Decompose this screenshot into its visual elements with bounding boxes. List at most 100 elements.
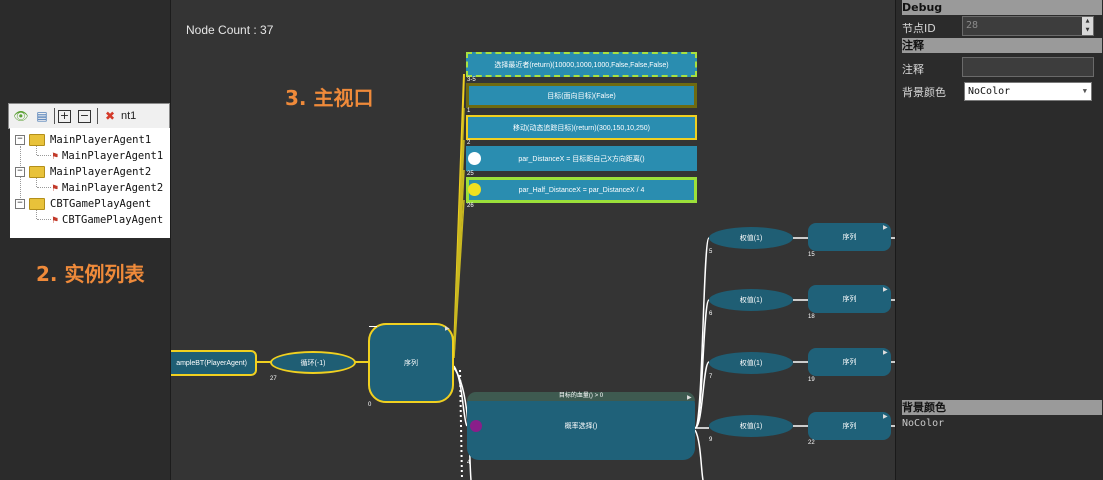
delete-icon[interactable]: ✖ <box>104 109 116 123</box>
root-behavior-node[interactable]: ampleBT(PlayerAgent) <box>171 350 257 376</box>
agent-icon: ⚑ <box>52 214 59 226</box>
tree-guide-line <box>36 210 37 219</box>
node-expand-arrow-icon[interactable]: ▶ <box>687 394 692 401</box>
node-id-label: 7 <box>709 374 713 380</box>
description-text: NoColor <box>902 418 945 429</box>
breakpoint-indicator[interactable] <box>470 420 482 432</box>
tree-guide-line <box>37 219 51 220</box>
node-label: par_Half_DistanceX = par_DistanceX / 4 <box>518 186 645 194</box>
collapse-icon[interactable]: − <box>15 199 25 209</box>
breakpoint-indicator[interactable] <box>468 152 481 165</box>
tree-item-mainplayeragent1[interactable]: − MainPlayerAgent1 <box>15 132 151 148</box>
debug-section-header[interactable]: Debug <box>902 0 1102 15</box>
tree-guide-line <box>36 146 37 155</box>
branch-sequence-node[interactable]: 序列 <box>808 348 891 376</box>
tree-guide-line <box>36 178 37 187</box>
node-id-label: 4 <box>467 460 471 466</box>
properties-panel: Debug 节点ID 28 ▲▼ 注释 注释 背景颜色 NoColor ▼ 背景… <box>895 0 1103 480</box>
node-expand-arrow-icon[interactable]: ▶ <box>445 325 450 332</box>
node-label: 序列 <box>842 296 857 303</box>
tree-item-label: CBTGamePlayAgent <box>50 198 152 210</box>
node-label: 权值(1) <box>739 297 763 304</box>
tree-guide-line <box>37 155 51 156</box>
folder-icon <box>29 166 45 178</box>
node-label: par_DistanceX = 目标距自己X方向距离() <box>518 155 645 163</box>
precondition-header: 目标的血量() > 0 <box>467 392 695 401</box>
comment-field[interactable] <box>962 57 1094 77</box>
collapse-all-icon[interactable]: − <box>78 109 91 123</box>
node-expand-arrow-icon[interactable]: ▶ <box>883 349 888 356</box>
tree-view-icon[interactable]: ▤ <box>36 109 48 123</box>
node-id-label: 节点ID <box>902 22 936 35</box>
collapse-icon[interactable]: − <box>15 167 25 177</box>
tree-item-label: MainPlayerAgent1 <box>62 150 164 162</box>
toolbar-truncated-text: nt1 <box>121 110 137 122</box>
tree-item-label: CBTGamePlayAgent <box>62 214 164 226</box>
tree-item-cbtgameplayagent[interactable]: − CBTGamePlayAgent <box>15 196 151 212</box>
agent-icon: ⚑ <box>52 150 59 162</box>
weight-node[interactable]: 权值(1) <box>709 352 793 374</box>
node-expand-arrow-icon[interactable]: ▶ <box>883 413 888 420</box>
node-label: 移动(动态追踪目标)(return)(300,150,10,250) <box>513 124 650 132</box>
toolbar-separator <box>54 108 55 124</box>
tree-item-instance[interactable]: ⚑ MainPlayerAgent1 <box>52 148 163 164</box>
weight-node[interactable]: 权值(1) <box>709 289 793 311</box>
breakpoint-indicator[interactable] <box>468 183 481 196</box>
eye-icon[interactable]: 👁 <box>13 109 29 123</box>
comment-label: 注释 <box>902 63 924 76</box>
node-id-label: 1 <box>467 108 471 114</box>
attachment-node-half-distance[interactable]: par_Half_DistanceX = par_DistanceX / 4 <box>466 177 697 203</box>
connection-lines <box>257 73 895 480</box>
node-id-label: 19 <box>808 377 815 383</box>
node-label: ampleBT(PlayerAgent) <box>176 359 247 367</box>
branch-sequence-node[interactable]: 序列 <box>808 223 891 251</box>
tree-item-instance[interactable]: ⚑ CBTGamePlayAgent <box>52 212 163 228</box>
main-viewport-annotation: 3. 主视口 <box>285 86 374 110</box>
node-id-spinner[interactable]: ▲▼ <box>1082 17 1093 35</box>
tree-item-mainplayeragent2[interactable]: − MainPlayerAgent2 <box>15 164 151 180</box>
agent-icon: ⚑ <box>52 182 59 194</box>
tree-item-instance[interactable]: ⚑ MainPlayerAgent2 <box>52 180 163 196</box>
instance-toolbar: 👁 ▤ + − ✖ nt1 <box>8 103 170 129</box>
main-viewport[interactable]: Node Count : 37 3. 主视口 ampleBT(PlayerAge… <box>171 0 895 480</box>
tree-item-label: MainPlayerAgent1 <box>50 134 152 146</box>
node-expand-arrow-icon[interactable]: ▶ <box>883 224 888 231</box>
node-id-label: 25 <box>467 171 474 177</box>
weight-node[interactable]: 权值(1) <box>709 415 793 437</box>
attachment-node-target[interactable]: 目标(面向目标)(False) <box>466 83 697 108</box>
node-label: 循环(-1) <box>300 359 326 367</box>
weight-node[interactable]: 权值(1) <box>709 227 793 249</box>
node-label: 序列 <box>842 359 857 366</box>
node-id-label: 6 <box>709 311 713 317</box>
loop-node[interactable]: 循环(-1) <box>270 351 356 374</box>
node-expand-arrow-icon[interactable]: ▶ <box>883 286 888 293</box>
instance-list-annotation: 2. 实例列表 <box>36 262 145 286</box>
chevron-down-icon[interactable]: ▼ <box>1082 87 1087 95</box>
node-label: 概率选择() <box>564 423 598 430</box>
node-id-label: 27 <box>270 376 277 382</box>
node-count-label: Node Count : 37 <box>186 23 274 37</box>
comment-section-header[interactable]: 注释 <box>902 38 1102 53</box>
probability-selector-node[interactable]: 目标的血量() > 0 概率选择() ▶ <box>467 392 695 460</box>
sequence-node[interactable]: 序列 <box>368 323 454 403</box>
attachment-node-distance[interactable]: par_DistanceX = 目标距自己X方向距离() <box>466 146 697 171</box>
node-label: 选择最近者(return)(10000,1000,1000,False,Fals… <box>494 61 669 69</box>
branch-sequence-node[interactable]: 序列 <box>808 285 891 313</box>
node-label: 权值(1) <box>739 423 763 430</box>
node-label: 序列 <box>842 423 857 430</box>
bgcolor-select[interactable]: NoColor ▼ <box>964 82 1092 101</box>
node-collapse-marker <box>369 326 377 327</box>
node-id-field[interactable]: 28 <box>962 16 1094 36</box>
node-id-label: 26 <box>467 203 474 209</box>
attachment-node-move[interactable]: 移动(动态追踪目标)(return)(300,150,10,250) <box>466 115 697 140</box>
node-label: 目标(面向目标)(False) <box>547 92 616 100</box>
node-id-label: 9 <box>709 437 713 443</box>
branch-sequence-node[interactable]: 序列 <box>808 412 891 440</box>
node-label: 序列 <box>842 234 857 241</box>
attachment-node-selector[interactable]: 选择最近者(return)(10000,1000,1000,False,Fals… <box>466 52 697 77</box>
instance-tree: − MainPlayerAgent1 ⚑ MainPlayerAgent1 − … <box>10 128 170 238</box>
expand-all-icon[interactable]: + <box>58 109 71 123</box>
toolbar-separator <box>97 108 98 124</box>
node-id-label: 0 <box>368 402 372 408</box>
collapse-icon[interactable]: − <box>15 135 25 145</box>
